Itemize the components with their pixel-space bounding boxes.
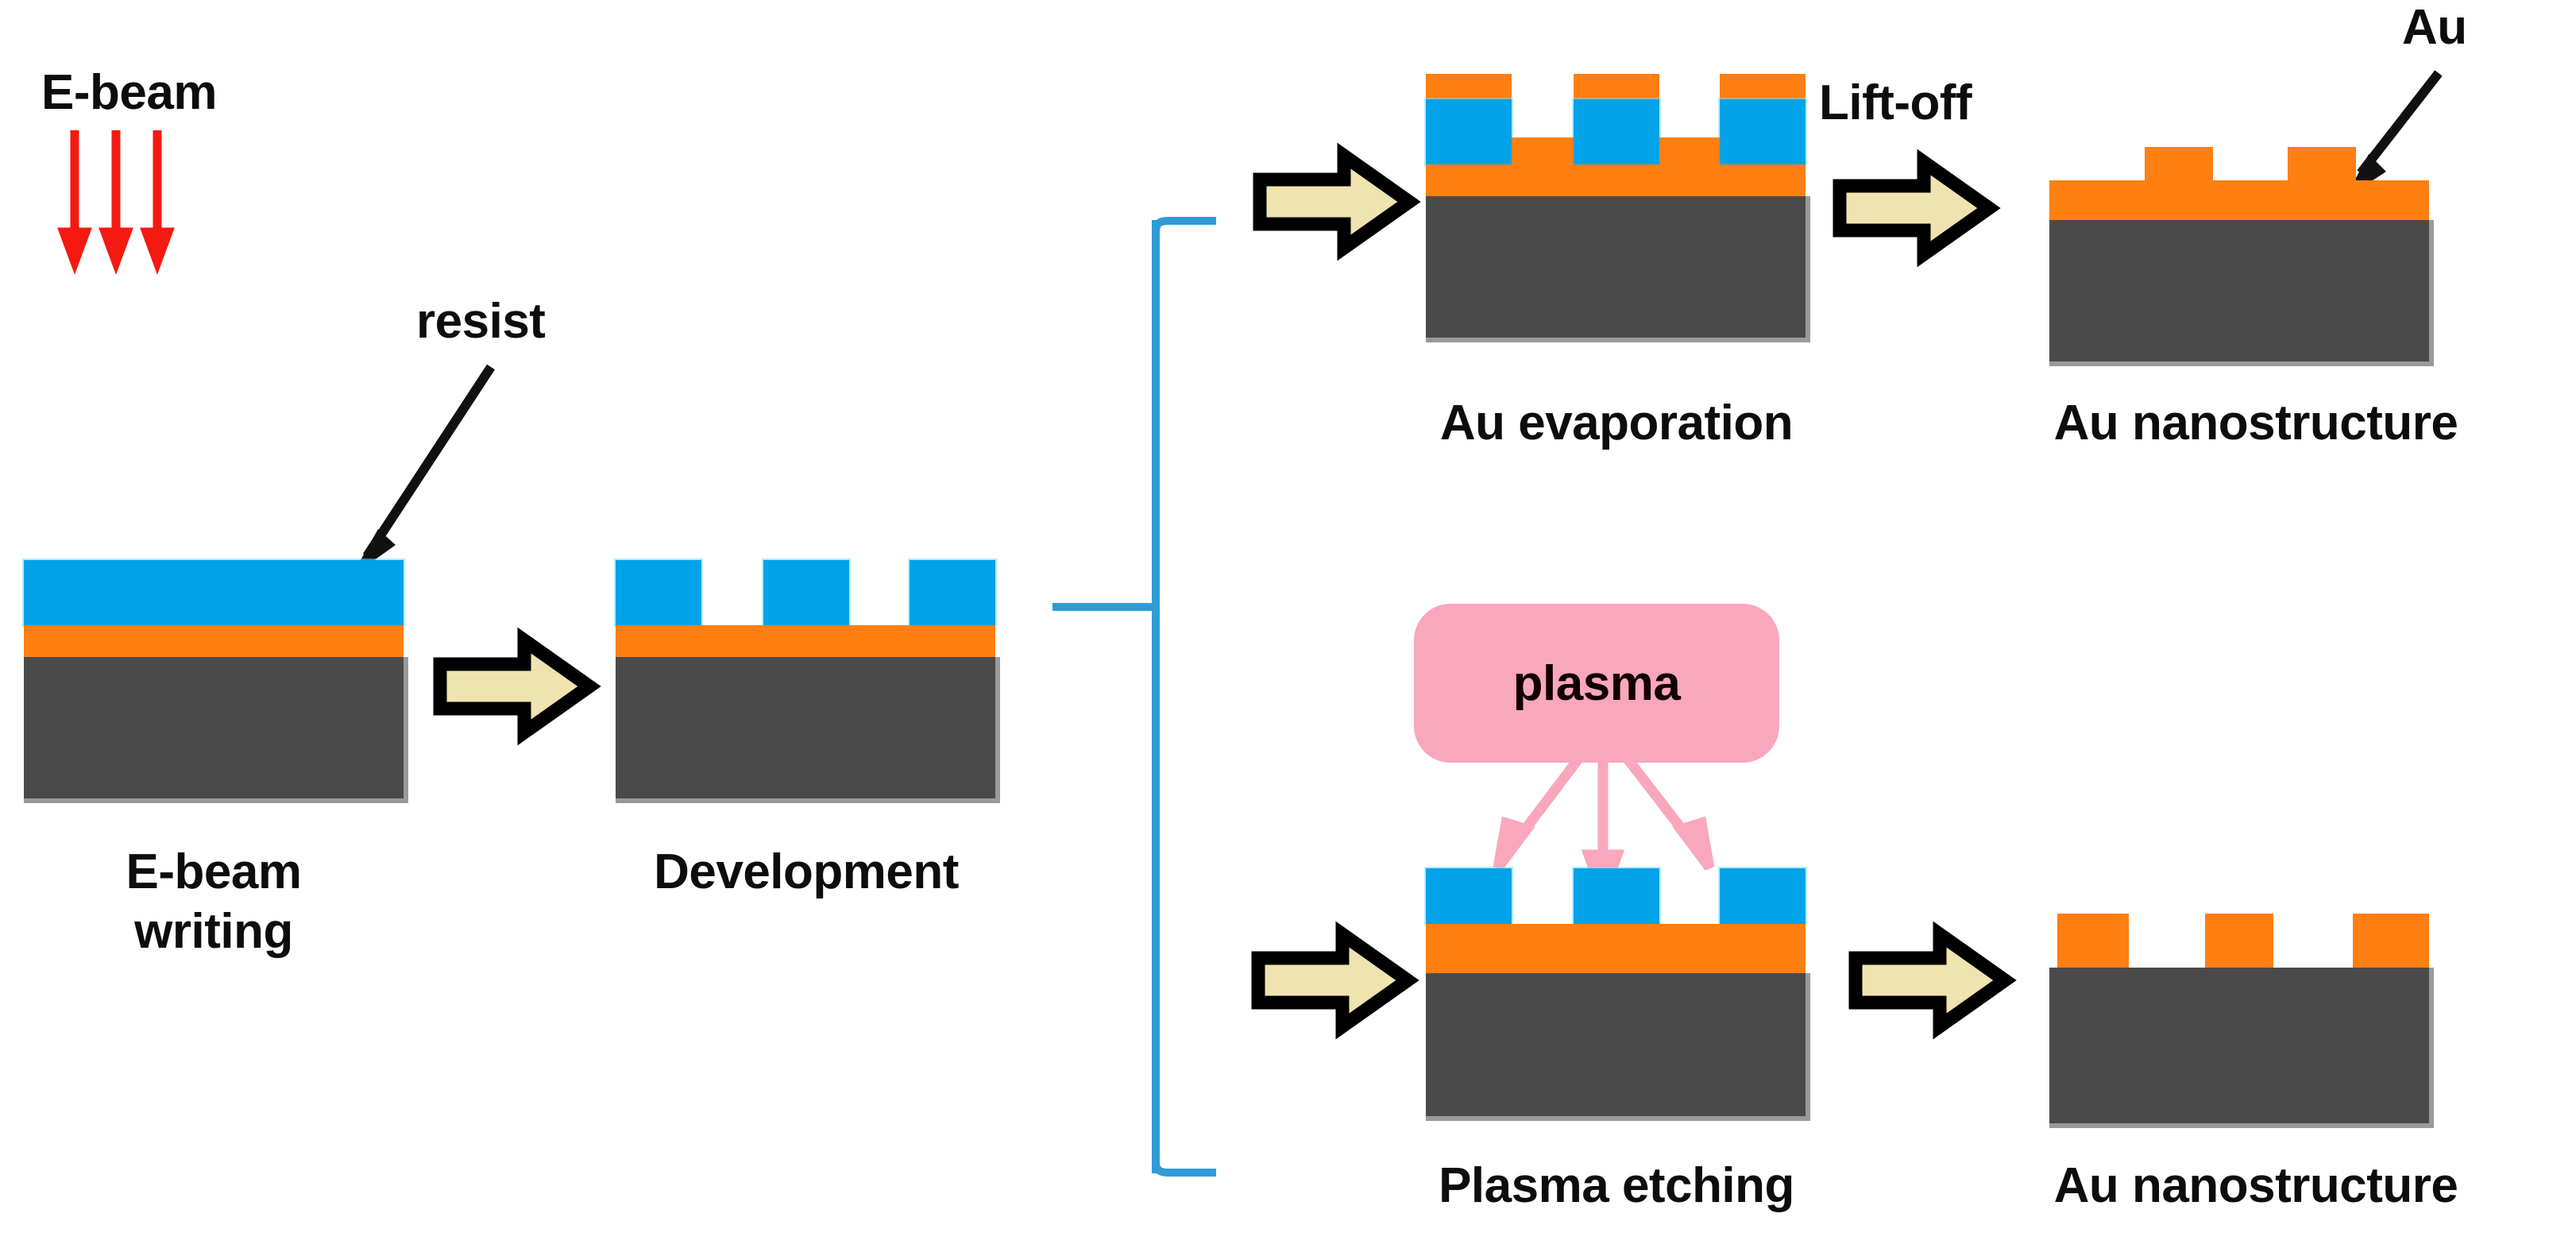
ebeam-label: E-beam	[41, 65, 217, 120]
stack-ebeam-writing	[24, 560, 408, 803]
branch-bracket	[1052, 217, 1216, 1177]
liftoff-label: Lift-off	[1819, 75, 1972, 130]
resist-label: resist	[416, 294, 546, 349]
layer-gold-cap	[1574, 74, 1659, 99]
process-arrow-3-icon	[1833, 149, 2001, 268]
layer-gold-block	[2205, 914, 2273, 968]
process-arrow-5-icon	[1848, 921, 2017, 1040]
stack-plasma-etching	[1426, 868, 1810, 1130]
process-arrow-4-icon	[1251, 921, 1419, 1040]
stack-au-evaporation	[1426, 44, 1810, 357]
layer-gold-valley	[1512, 137, 1574, 164]
layer-gold	[1426, 164, 1806, 196]
layer-resist	[24, 560, 404, 625]
layer-substrate	[2049, 968, 2434, 1128]
layer-gold	[616, 625, 995, 657]
layer-gold-block	[2353, 914, 2429, 968]
layer-substrate	[616, 657, 1000, 803]
ebeam-rays-icon	[57, 130, 175, 275]
caption-development: Development	[654, 844, 959, 899]
layer-substrate	[1426, 973, 1810, 1121]
stack-au-nanostructure-bottom	[2049, 914, 2434, 1130]
process-arrow-2-icon	[1253, 142, 1421, 261]
layer-substrate	[1426, 196, 1810, 342]
layer-resist-block	[1574, 868, 1659, 924]
layer-gold-cap	[1720, 74, 1806, 99]
layer-resist-block	[616, 560, 701, 625]
layer-resist-block	[1426, 99, 1512, 164]
layer-gold-bump	[2145, 147, 2213, 180]
plasma-label: plasma	[1512, 655, 1681, 711]
layer-gold	[2049, 180, 2429, 220]
caption-ebeam-writing-line2: writing	[134, 904, 293, 959]
au-label: Au	[2402, 0, 2467, 55]
plasma-bubble: plasma	[1414, 604, 1779, 763]
resist-leader-arrow-icon	[351, 364, 496, 577]
layer-gold-bump	[2288, 147, 2356, 180]
caption-ebeam-writing-line1: E-beam	[126, 844, 302, 899]
layer-resist-block	[1574, 99, 1659, 164]
stack-au-nanostructure-top	[2049, 147, 2434, 366]
layer-gold-block	[2057, 914, 2129, 968]
caption-au-nanostructure-top: Au nanostructure	[2053, 396, 2458, 450]
layer-gold-cap	[1426, 74, 1512, 99]
layer-substrate	[2049, 220, 2434, 366]
process-arrow-1-icon	[433, 627, 601, 746]
layer-resist-block	[1720, 99, 1806, 164]
layer-resist-block	[763, 560, 849, 625]
layer-substrate	[24, 657, 408, 803]
layer-gold	[24, 625, 404, 657]
caption-plasma-etching: Plasma etching	[1439, 1158, 1794, 1213]
caption-au-evaporation: Au evaporation	[1439, 396, 1794, 450]
layer-resist-block	[1426, 868, 1512, 924]
layer-resist-block	[1720, 868, 1806, 924]
layer-resist-block	[910, 560, 995, 625]
layer-gold	[1426, 924, 1806, 973]
caption-au-nanostructure-bottom: Au nanostructure	[2053, 1158, 2458, 1213]
stack-development	[616, 560, 1000, 803]
layer-gold-valley	[1659, 137, 1720, 164]
